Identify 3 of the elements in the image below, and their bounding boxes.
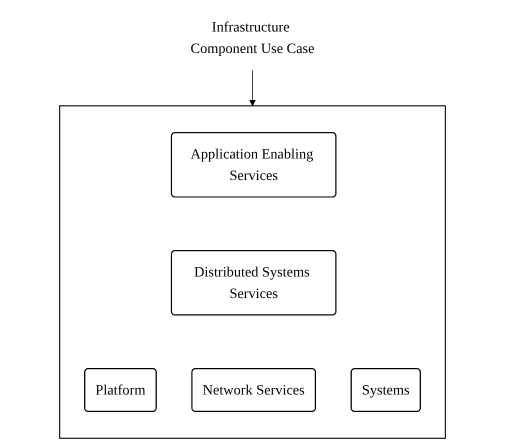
arrow: [249, 70, 256, 106]
cluster: [59, 105, 446, 439]
node-text: Infrastructure Component Use Case: [190, 19, 314, 56]
